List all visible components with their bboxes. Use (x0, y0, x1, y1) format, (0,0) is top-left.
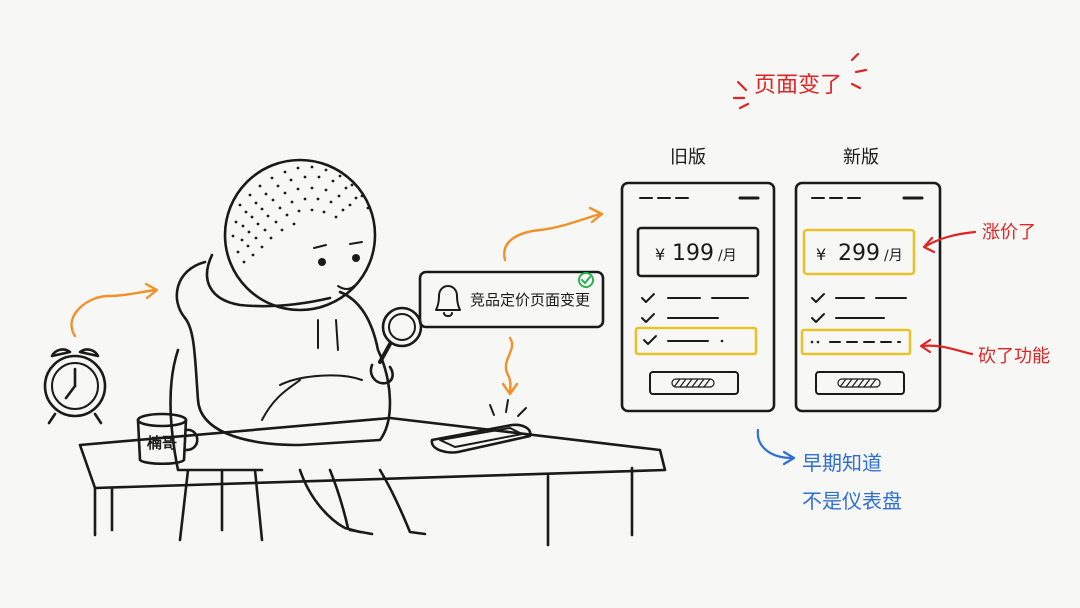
notification-card (418, 270, 605, 329)
arrow-price-up (924, 230, 977, 248)
desk (78, 416, 667, 547)
old-cta-button (649, 371, 739, 395)
new-period: /月 (884, 248, 903, 264)
head (223, 158, 377, 312)
check-circle-icon (578, 272, 594, 288)
old-version-label: 旧版 (670, 147, 706, 168)
person (175, 158, 427, 536)
new-currency: ¥ (816, 245, 826, 264)
new-cut-feature (800, 328, 912, 356)
check-icon (811, 293, 825, 303)
hair-texture (231, 165, 370, 264)
arrow-clock-to-person (70, 288, 157, 338)
new-price: 299 (838, 241, 880, 266)
arrow-to-phone (504, 336, 514, 394)
check-icon (811, 313, 825, 323)
new-cta-button (815, 371, 905, 395)
new-version-page (794, 181, 942, 413)
old-version-page (620, 181, 776, 413)
old-price: 199 (672, 241, 714, 266)
phone-icon (430, 399, 532, 454)
annotation-early-line2: 不是仪表盘 (802, 489, 902, 513)
header-exclaim: 页面变了 (754, 73, 842, 98)
old-period: /月 (718, 248, 737, 264)
notification-text: 竞品定价页面变更 (470, 291, 590, 309)
mug-label: 楠哥 (147, 434, 177, 452)
arrow-feature-cut (920, 344, 974, 356)
arrow-to-pages (503, 212, 602, 262)
alarm-clock-icon (43, 348, 107, 425)
old-price-box (636, 226, 760, 278)
check-icon (641, 293, 655, 303)
exclaim-marks (732, 52, 868, 110)
check-icon (641, 313, 655, 323)
annotation-feature-cut: 砍了功能 (978, 346, 1050, 367)
new-version-label: 新版 (843, 147, 879, 168)
arrow-early (756, 428, 794, 460)
check-icon (643, 335, 657, 345)
annotation-price-up: 涨价了 (982, 222, 1036, 243)
hoodie (175, 260, 392, 447)
bell-icon (435, 285, 461, 317)
new-price-box (802, 228, 916, 276)
annotation-early-line1: 早期知道 (802, 451, 882, 475)
old-currency: ¥ (655, 245, 665, 264)
mug (136, 412, 199, 466)
old-highlight-feature (634, 326, 758, 356)
magnifying-glass-icon (378, 306, 423, 364)
